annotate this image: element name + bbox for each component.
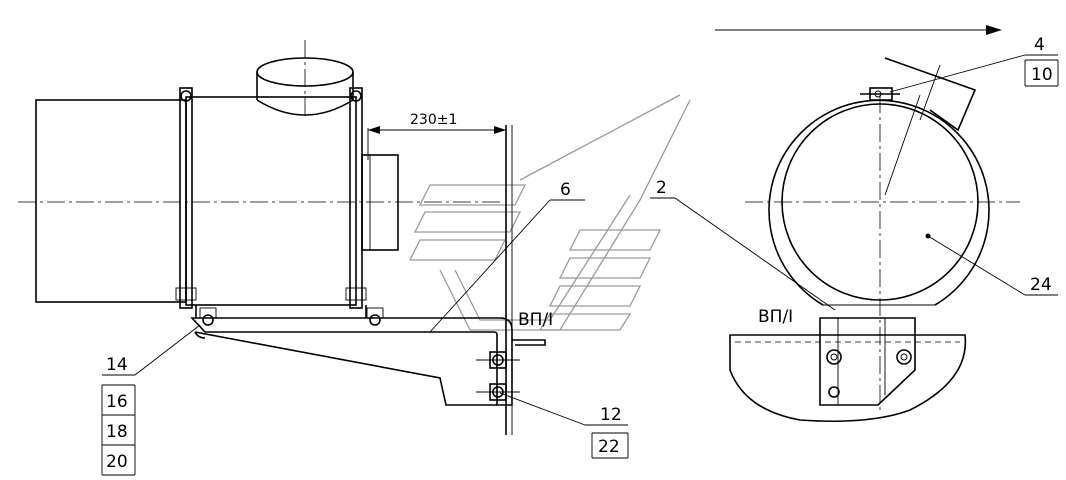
- part-label-2: 2: [656, 178, 667, 198]
- front-view: ВП/I: [715, 25, 1020, 423]
- part-label-18: 18: [106, 422, 128, 442]
- leaders-right: 2 4 10 24: [650, 35, 1059, 311]
- part-label-12: 12: [600, 405, 622, 425]
- vpl-label-right: ВП/I: [758, 307, 793, 327]
- part-label-24: 24: [1030, 275, 1052, 295]
- part-label-20: 20: [106, 452, 128, 472]
- vpl-label-left: ВП/I: [518, 310, 553, 330]
- side-view: 230±1: [18, 40, 546, 435]
- part-label-22: 22: [598, 437, 620, 457]
- dimension-230: 230±1: [410, 112, 457, 128]
- part-label-16: 16: [106, 392, 128, 412]
- watermark-logo: [408, 94, 691, 331]
- leaders-left: 6 14 16 18 20 12 22 ВП/I: [101, 180, 629, 476]
- part-label-6: 6: [560, 180, 571, 200]
- part-label-14: 14: [106, 355, 128, 375]
- part-label-4: 4: [1034, 35, 1045, 55]
- part-label-10: 10: [1031, 65, 1053, 85]
